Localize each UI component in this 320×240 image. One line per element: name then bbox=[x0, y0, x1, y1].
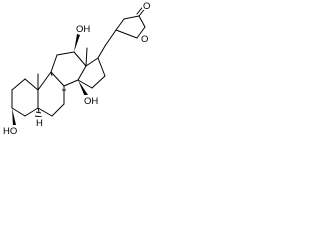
lactone-ring bbox=[115, 3, 148, 39]
ring-b bbox=[37, 71, 65, 117]
side-chain bbox=[97, 29, 117, 59]
ring-oxygen-label: O bbox=[141, 34, 148, 45]
ring-d bbox=[77, 57, 106, 89]
h-5-label: H bbox=[36, 118, 43, 129]
h-5-bond bbox=[34, 107, 43, 118]
angular-methyls bbox=[37, 47, 88, 91]
ring-c bbox=[50, 51, 87, 87]
hydroxyl-3-label: HO bbox=[3, 126, 17, 137]
ketone-oxygen-label: O bbox=[143, 1, 150, 12]
hydroxyl-14-label: OH bbox=[84, 96, 98, 107]
hydroxyl-12-bond bbox=[74, 34, 80, 52]
hydroxyl-12-label: OH bbox=[76, 24, 90, 35]
hydroxyl-3-bond bbox=[12, 108, 16, 126]
hydroxyl-14-bond bbox=[78, 80, 88, 97]
atom-labels: O O OH OH HO H bbox=[2, 0, 152, 137]
steroid-lactone-structure: O O OH OH HO H bbox=[2, 0, 152, 137]
ring-a bbox=[11, 78, 39, 117]
stereo-hash-marks bbox=[50, 71, 66, 91]
